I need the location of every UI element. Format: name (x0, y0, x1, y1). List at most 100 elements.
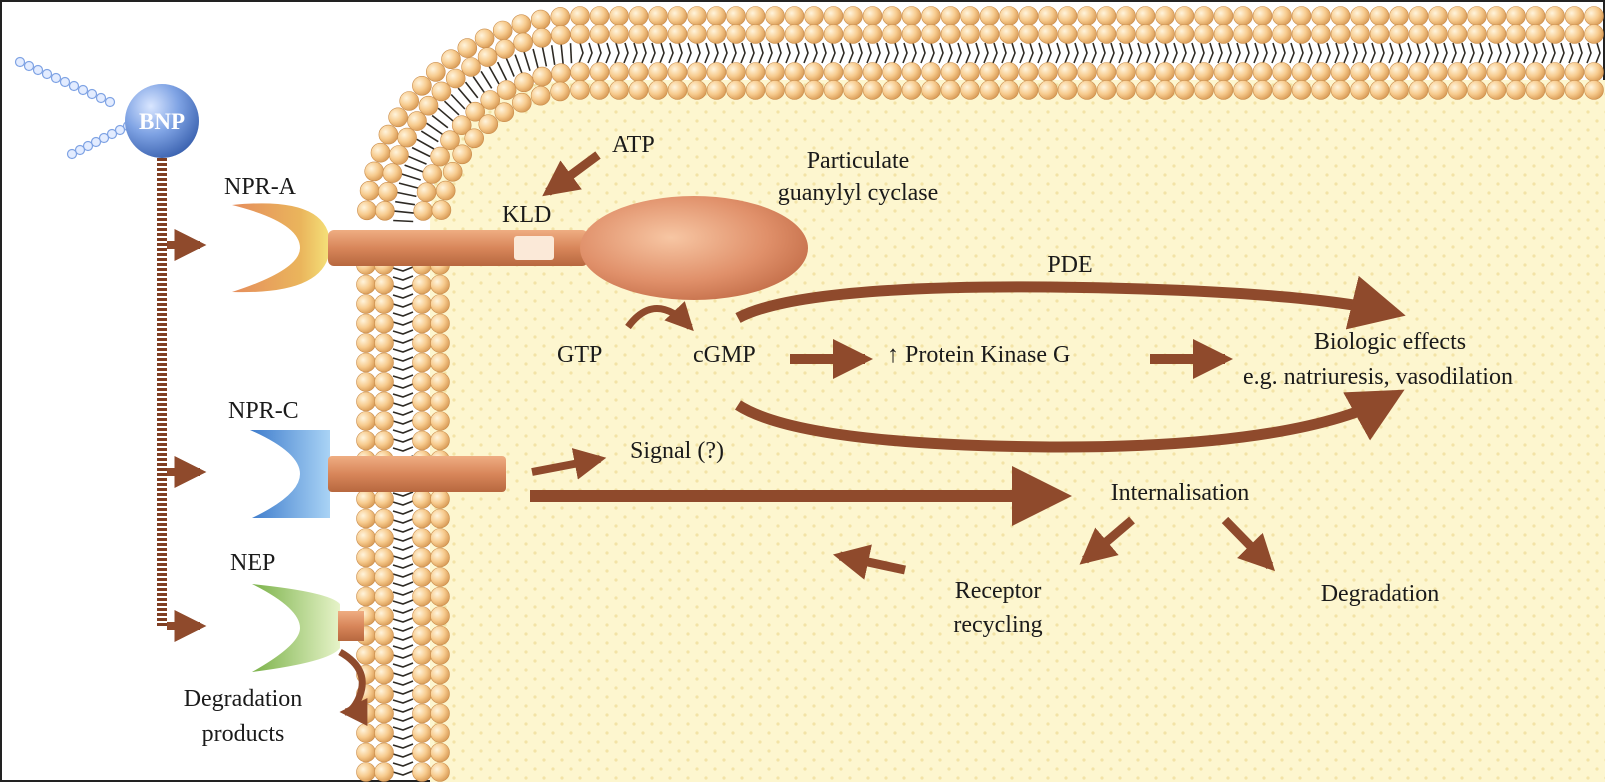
lipid-head-inner (844, 63, 863, 82)
lipid-head-outer (426, 62, 445, 81)
lipid-head-outer (1526, 25, 1545, 44)
lipid-head-outer (375, 201, 394, 220)
lipid-head-outer (475, 29, 494, 48)
lipid-head-outer (357, 334, 376, 353)
lipid-head-outer (668, 7, 687, 26)
lipid-head-inner (1117, 81, 1136, 100)
lipid-head-outer (1136, 7, 1155, 26)
cgmp-label: cGMP (693, 342, 756, 368)
lipid-head-outer (941, 25, 960, 44)
lipid-head-outer (1000, 25, 1019, 44)
lipid-head-outer (446, 69, 465, 88)
lipid-head-inner (432, 201, 451, 220)
lipid-head-outer (375, 353, 394, 372)
bnp-label: BNP (139, 109, 185, 134)
lipid-head-inner (824, 81, 843, 100)
lipid-head-outer (688, 7, 707, 26)
lipid-head-outer (1390, 25, 1409, 44)
peptide-bead (52, 74, 61, 83)
lipid-head-outer (805, 7, 824, 26)
lipid-head-inner (571, 63, 590, 82)
lipid-head-inner (1370, 81, 1389, 100)
lipid-head-inner (1214, 63, 1233, 82)
lipid-head-inner (785, 81, 804, 100)
lipid-head-inner (1097, 63, 1116, 82)
lipid-head-inner (552, 64, 571, 83)
lipid-head-outer (375, 392, 394, 411)
lipid-head-outer (746, 7, 765, 26)
lipid-head-outer (902, 7, 921, 26)
lipid-head-inner (423, 165, 442, 184)
lipid-head-inner (1058, 63, 1077, 82)
lipid-head-inner (1312, 81, 1331, 100)
lipid-head-outer (375, 763, 394, 782)
lipid-head-inner (1546, 63, 1565, 82)
lipid-head-inner (961, 81, 980, 100)
lipid-head-inner (1565, 81, 1584, 100)
lipid-head-outer (357, 509, 376, 528)
lipid-head-outer (375, 587, 394, 606)
lipid-head-inner (902, 81, 921, 100)
lipid-head-outer (357, 314, 376, 333)
lipid-head-inner (431, 275, 450, 294)
lipid-head-inner (413, 334, 432, 353)
lipid-head-inner (431, 529, 450, 548)
lipid-head-outer (1117, 7, 1136, 26)
lipid-head-inner (431, 147, 450, 166)
peptide-bead (16, 58, 25, 67)
lipid-head-outer (365, 162, 384, 181)
lipid-head-inner (413, 529, 432, 548)
lipid-head-outer (1195, 25, 1214, 44)
lipid-head-outer (1331, 7, 1350, 26)
pkg-label: ↑ Protein Kinase G (887, 342, 1070, 368)
lipid-head-inner (1487, 81, 1506, 100)
lipid-head-outer (1253, 7, 1272, 26)
lipid-head-outer (357, 646, 376, 665)
lipid-head-inner (495, 103, 514, 122)
lipid-head-inner (844, 81, 863, 100)
lipid-head-inner (629, 81, 648, 100)
lipid-head-inner (1175, 63, 1194, 82)
lipid-head-inner (431, 548, 450, 567)
lipid-head-outer (1273, 7, 1292, 26)
lipid-head-outer (375, 743, 394, 762)
lipid-head-inner (1078, 81, 1097, 100)
lipid-head-outer (1078, 7, 1097, 26)
recycling-label-line1: Receptor (955, 578, 1042, 604)
lipid-head-inner (431, 314, 450, 333)
lipid-head-outer (766, 7, 785, 26)
lipid-head-inner (1234, 63, 1253, 82)
lipid-head-outer (458, 39, 477, 58)
lipid-head-outer (357, 275, 376, 294)
lipid-head-outer (1019, 25, 1038, 44)
lipid-head-inner (805, 81, 824, 100)
lipid-head-outer (1448, 25, 1467, 44)
lipid-head-inner (902, 63, 921, 82)
lipid-head-outer (980, 7, 999, 26)
lipid-head-outer (1468, 25, 1487, 44)
lipid-head-inner (746, 81, 765, 100)
lipid-head-outer (883, 25, 902, 44)
lipid-head-outer (1253, 25, 1272, 44)
lipid-head-inner (431, 392, 450, 411)
lipid-head-outer (1097, 7, 1116, 26)
lipid-head-outer (727, 7, 746, 26)
lipid-head-outer (551, 25, 570, 44)
lipid-head-inner (413, 763, 432, 782)
lipid-head-outer (493, 21, 512, 40)
lipid-head-inner (431, 353, 450, 372)
lipid-head-inner (1195, 81, 1214, 100)
lipid-head-outer (610, 25, 629, 44)
peptide-bead (88, 90, 97, 99)
lipid-head-inner (417, 183, 436, 202)
lipid-head-inner (1468, 63, 1487, 82)
lipid-head-outer (1546, 25, 1565, 44)
lipid-head-inner (531, 86, 550, 105)
internalisation-label: Internalisation (1111, 480, 1250, 506)
lipid-head-outer (357, 724, 376, 743)
lipid-head-outer (902, 25, 921, 44)
peptide-bead (34, 66, 43, 75)
lipid-head-outer (375, 295, 394, 314)
lipid-head-inner (707, 63, 726, 82)
lipid-head-outer (514, 33, 533, 52)
